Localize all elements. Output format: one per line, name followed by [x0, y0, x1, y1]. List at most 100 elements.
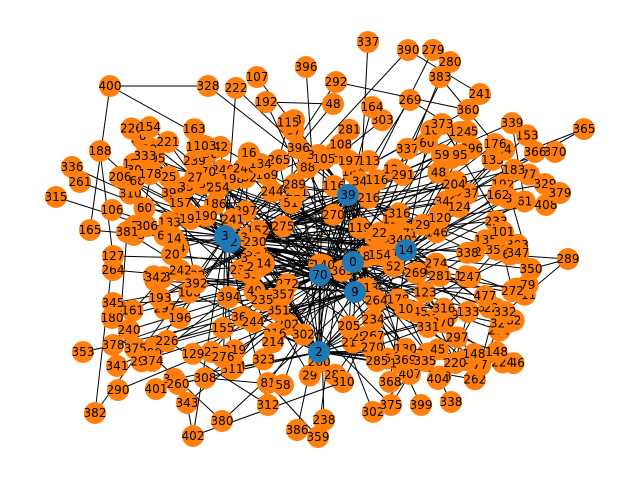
node-circle	[292, 323, 315, 346]
node-label: 392	[185, 276, 208, 290]
graph-node: 316	[388, 202, 411, 225]
node-label: 107	[246, 70, 269, 84]
node-circle	[414, 350, 436, 372]
node-label: 291	[392, 168, 415, 182]
node-circle	[394, 349, 416, 371]
node-circle	[209, 135, 232, 158]
node-circle	[271, 215, 294, 238]
graph-node: 353	[72, 341, 94, 363]
graph-node: 148	[463, 343, 485, 365]
node-label: 290	[107, 383, 130, 397]
node-circle	[251, 289, 273, 311]
node-label: 220	[444, 356, 467, 370]
graph-edge	[94, 255, 114, 414]
node-label: 280	[439, 55, 462, 69]
graph-node: 275	[271, 215, 294, 238]
node-label: 230	[244, 235, 267, 249]
node-label: 244	[261, 185, 284, 199]
graph-node: 42	[209, 135, 232, 158]
graph-node: 124	[448, 195, 471, 218]
node-circle	[448, 195, 471, 218]
hub-node: 39	[337, 184, 359, 206]
graph-edge	[317, 194, 349, 438]
graph-node: 14	[163, 227, 186, 250]
graph-node: 59	[431, 144, 453, 166]
node-label: 192	[255, 95, 278, 109]
node-label: 323	[252, 352, 275, 366]
node-label: 382	[84, 406, 107, 420]
graph-node: 48	[427, 161, 450, 184]
graph-node: 133	[457, 301, 480, 323]
node-circle	[312, 147, 335, 170]
node-circle	[257, 394, 279, 416]
node-circle	[183, 118, 206, 141]
graph-node: 308	[194, 367, 216, 389]
node-label: 119	[348, 221, 371, 235]
node-circle	[429, 207, 451, 229]
node-circle	[156, 330, 178, 352]
node-circle	[432, 297, 455, 320]
graph-node: 108	[329, 133, 352, 156]
node-label: 281	[429, 269, 452, 283]
graph-node: 60	[133, 197, 156, 220]
node-circle	[212, 346, 234, 368]
graph-node: 234	[362, 308, 385, 331]
graph-node: 335	[414, 350, 436, 372]
node-label: 365	[573, 122, 596, 136]
graph-node: 48	[322, 93, 344, 115]
node-circle	[107, 379, 129, 401]
node-label: 378	[102, 338, 125, 352]
graph-edge	[354, 198, 509, 293]
node-label: 234	[362, 312, 385, 326]
node-circle	[217, 286, 240, 309]
graph-node: 401	[145, 378, 167, 400]
node-circle	[149, 287, 171, 309]
graph-node: 22	[368, 221, 391, 244]
node-circle	[262, 331, 284, 353]
node-circle	[380, 394, 402, 416]
graph-edge	[129, 193, 354, 263]
node-circle	[176, 392, 198, 414]
node-label: 312	[257, 398, 280, 412]
graph-node: 123	[414, 281, 437, 304]
node-circle	[410, 394, 432, 416]
node-circle	[207, 176, 230, 199]
node-label: 226	[156, 334, 179, 348]
graph-node: 226	[120, 117, 143, 140]
node-circle	[544, 141, 566, 163]
node-label: 77	[521, 168, 536, 182]
node-circle	[141, 350, 163, 372]
graph-node: 103	[194, 135, 216, 157]
node-circle	[463, 343, 485, 365]
node-label: 477	[474, 289, 497, 303]
node-label: 81	[260, 376, 275, 390]
graph-node: 365	[573, 118, 596, 140]
node-circle	[429, 265, 451, 287]
node-circle	[157, 131, 179, 153]
graph-node: 396	[295, 56, 318, 78]
node-circle	[145, 266, 168, 289]
graph-node: 254	[207, 176, 230, 199]
node-circle	[361, 96, 383, 118]
node-circle	[169, 259, 192, 282]
node-circle	[332, 371, 354, 393]
node-label: 247	[459, 270, 482, 284]
node-circle	[106, 355, 128, 377]
node-label: 133	[457, 305, 480, 319]
node-circle	[362, 401, 384, 423]
graph-node: 392	[185, 272, 208, 295]
graph-node: 477	[474, 285, 497, 307]
node-label: 350	[520, 262, 543, 276]
graph-node: 163	[183, 118, 206, 141]
graph-node: 240	[118, 319, 140, 341]
node-label: 61	[517, 194, 532, 208]
node-label: 3	[221, 229, 229, 243]
node-label: 190	[195, 209, 218, 223]
node-label: 165	[79, 223, 102, 237]
graph-node: 347	[507, 242, 529, 264]
node-circle	[267, 299, 290, 322]
node-label: 396	[295, 60, 318, 74]
graph-node: 302	[362, 401, 384, 423]
node-circle	[325, 71, 347, 93]
graph-node: 221	[157, 131, 179, 153]
